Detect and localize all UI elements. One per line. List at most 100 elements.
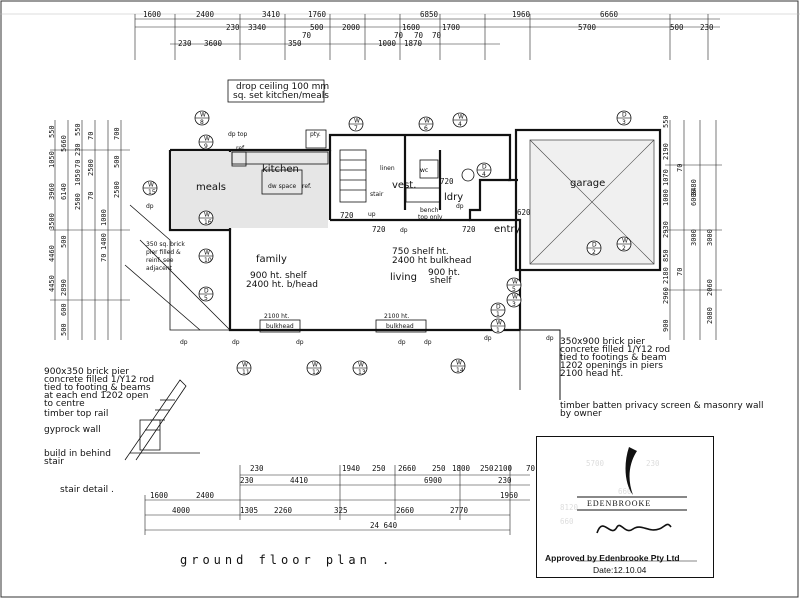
dim-left-inner-1: 230 — [74, 143, 82, 156]
window-marker-type: W — [424, 118, 430, 125]
window-marker-number: 6 — [424, 125, 428, 132]
window-marker-type: W — [512, 279, 518, 286]
window-marker-number: 11 — [242, 369, 250, 376]
room-label-ref: ref. — [236, 145, 246, 152]
logo-leaf-icon — [625, 447, 637, 495]
note-bench-2: top only — [418, 214, 443, 221]
dim-right-13: 2080 — [706, 307, 714, 324]
window-marker: W6 — [418, 116, 434, 132]
downpipe-label: dp — [180, 339, 188, 346]
window-marker-number: 9 — [204, 143, 208, 150]
dim-top-2-2: 500 — [310, 23, 324, 32]
dim-right-14: 3000 — [706, 229, 714, 246]
room-label-family: family — [256, 254, 287, 265]
stamp-date-text: Date:12.10.04 — [593, 565, 647, 575]
dim-top-1-5: 1960 — [512, 10, 531, 19]
downpipe-label: dp — [232, 339, 240, 346]
window-marker-type: W — [622, 238, 628, 245]
window-marker: D4 — [476, 162, 492, 178]
window-marker: W5 — [506, 277, 522, 293]
room-label-kitchen: kitchen — [262, 164, 299, 175]
note-bulkhead-1b: bulkhead — [266, 323, 294, 330]
dim-right-3: 1000 — [662, 189, 670, 206]
note-620: 620 — [517, 208, 531, 217]
window-marker-number: 10 — [204, 257, 212, 264]
window-marker: W11 — [236, 360, 252, 376]
note-720-b: 720 — [440, 177, 454, 186]
dim-bottom-4-4: 2660 — [396, 506, 415, 515]
stamp-graphics — [577, 447, 697, 562]
dim-bottom-total: 24 640 — [370, 521, 398, 530]
dim-left-inner-9: 1400 — [100, 233, 108, 250]
dim-top-2-8: 230 — [700, 23, 714, 32]
note-brick-pier-1: 350x900 brick pier — [560, 337, 645, 347]
dim-bottom-3-0: 1600 — [150, 491, 169, 500]
downpipe-label: dp — [546, 335, 554, 342]
dim-left-inner-8: 1000 — [100, 209, 108, 226]
note-bulkhead-1a: 2100 ht. — [264, 313, 289, 320]
window-marker-type: W — [458, 114, 464, 121]
window-marker-type: D — [622, 112, 627, 119]
dim-top-3-2: 350 — [288, 39, 302, 48]
window-marker: D5 — [198, 286, 214, 302]
dim-left-inner-5: 70 — [87, 132, 95, 140]
note-timber-rail: timber top rail — [44, 409, 108, 419]
note-left-pier-2: concrete filled 1/Y12 rod — [44, 375, 154, 385]
dim-left-2: 3960 — [48, 183, 56, 200]
dim-top-small-3: 70 — [432, 31, 442, 40]
dim-left-0: 550 — [48, 125, 56, 138]
dim-bottom-4-3: 325 — [334, 506, 348, 515]
dim-left-inner-11: 700 — [113, 127, 121, 140]
note-living-shelf-4: shelf — [430, 276, 452, 286]
dim-bottom-4-0: 4000 — [172, 506, 191, 515]
note-family-shelf-1: 900 ht. shelf — [250, 271, 307, 281]
dim-right-5: 850 — [662, 249, 670, 262]
dim-left-inner-7: 70 — [87, 192, 95, 200]
window-marker: W14 — [450, 358, 466, 374]
stamp-logo-text: EDENBROOKE — [587, 499, 652, 508]
room-label-entry: entry — [494, 224, 521, 235]
stair-detail-sketch — [124, 379, 200, 461]
window-marker-type: W — [204, 212, 210, 219]
note-pier-3: reinf. see — [146, 257, 174, 264]
dim-top-2-5: 1700 — [442, 23, 461, 32]
window-marker: W1 — [490, 318, 506, 334]
note-brick-pier-3: tied to footings & beam — [560, 353, 667, 363]
note-brick-pier-4: 1202 openings in piers — [560, 361, 663, 371]
window-marker-type: W — [312, 362, 318, 369]
window-marker-type: W — [204, 250, 210, 257]
room-label-garage: garage — [570, 178, 605, 189]
downpipe-label: dp — [400, 227, 408, 234]
dim-left-11: 500 — [60, 323, 68, 336]
dim-bottom-3-1: 2400 — [196, 491, 215, 500]
note-living-shelf-3: 900 ht. — [428, 268, 460, 278]
window-marker-type: D — [496, 304, 501, 311]
dim-bottom-1-2: 250 — [372, 464, 386, 473]
top-dimension-lines — [134, 14, 720, 60]
window-marker-type: W — [242, 362, 248, 369]
note-bulkhead-2a: 2100 ht. — [384, 313, 409, 320]
room-label-ldry: ldry — [444, 192, 463, 203]
window-marker: W15 — [142, 180, 158, 196]
window-marker-number: 16 — [204, 219, 212, 226]
window-marker-number: 2 — [622, 245, 626, 252]
dim-bottom-1-1: 1940 — [342, 464, 361, 473]
dim-left-inner-3: 1050 — [74, 169, 82, 186]
dim-left-inner-12: 500 — [113, 155, 121, 168]
dim-top-3-1: 3600 — [204, 39, 223, 48]
dim-right-9: 3480 — [690, 179, 698, 196]
dim-bottom-1-4: 250 — [432, 464, 446, 473]
dim-top-2-0: 230 — [226, 23, 240, 32]
dim-top-3-0: 230 — [178, 39, 192, 48]
dim-left-5: 4450 — [48, 275, 56, 292]
note-bench-1: bench — [420, 207, 439, 214]
window-marker: W13 — [352, 360, 368, 376]
window-marker-type: W — [358, 362, 364, 369]
dim-bottom-4-5: 2770 — [450, 506, 469, 515]
window-marker-type: W — [496, 320, 502, 327]
dim-top-small-0: 70 — [302, 31, 312, 40]
stamp-approved-text: Approved by Edenbrooke Pty Ltd — [545, 553, 680, 563]
window-marker: D3 — [616, 110, 632, 126]
